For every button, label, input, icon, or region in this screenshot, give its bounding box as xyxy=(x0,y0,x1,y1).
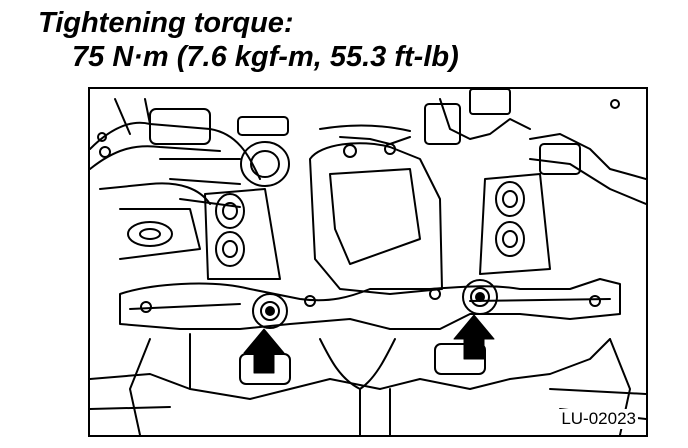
torque-value: 75 N·m (7.6 kgf-m, 55.3 ft-lb) xyxy=(72,41,459,73)
torque-heading: Tightening torque: 75 N·m (7.6 kgf-m, 55… xyxy=(38,6,459,74)
torque-title: Tightening torque: xyxy=(38,7,294,39)
engine-illustration xyxy=(90,89,646,435)
engine-diagram: LU-02023 xyxy=(88,87,648,437)
arrow-up-icon xyxy=(243,314,495,374)
bolt-icon xyxy=(265,292,485,316)
figure-code: LU-02023 xyxy=(559,409,638,429)
